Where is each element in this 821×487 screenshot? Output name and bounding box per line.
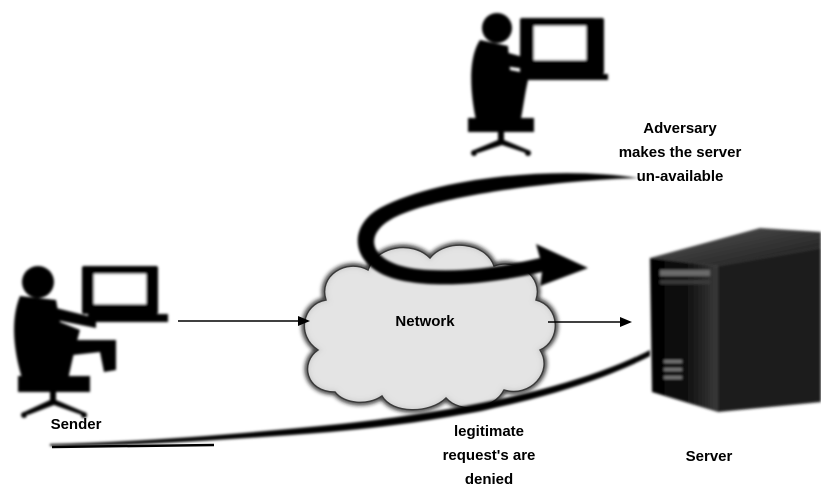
adversary-label-line3: un-available [637, 168, 724, 185]
denied-label-line2: request's are [443, 447, 536, 464]
sender-label: Sender [51, 416, 102, 433]
denied-label: legitimate request's are denied [443, 423, 536, 487]
server-label: Server [686, 448, 733, 465]
server-tower-icon [650, 228, 821, 412]
attack-swoosh-arrow [357, 173, 638, 286]
denial-swoosh [50, 350, 650, 449]
adversary-label-line2: makes the server [619, 144, 742, 161]
denied-label-line1: legitimate [454, 423, 524, 440]
network-label: Network [395, 313, 455, 330]
denied-label-line3: denied [465, 471, 513, 487]
sender-icon [14, 266, 168, 418]
adversary-icon [468, 13, 608, 156]
adversary-label-line1: Adversary [643, 120, 717, 137]
network-cloud-icon [301, 242, 558, 413]
adversary-label: Adversary makes the server un-available [619, 120, 742, 185]
